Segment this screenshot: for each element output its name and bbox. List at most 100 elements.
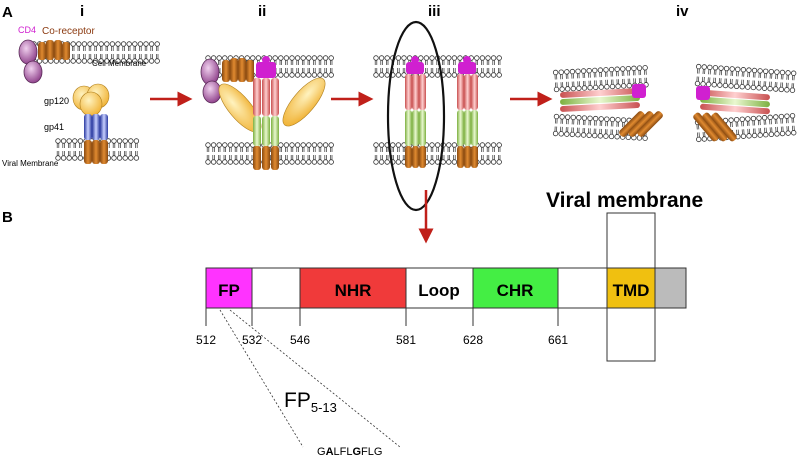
lipid-head bbox=[559, 114, 565, 125]
lipid-head bbox=[322, 67, 329, 78]
lipid-head bbox=[317, 154, 323, 165]
lipid-head bbox=[384, 154, 390, 165]
lipid-head bbox=[734, 66, 741, 77]
lipid-head bbox=[636, 65, 643, 76]
lipid-head bbox=[575, 114, 582, 126]
gp120-label: gp120 bbox=[44, 96, 69, 106]
lipid-head bbox=[728, 78, 735, 89]
lipid-head bbox=[789, 82, 796, 94]
coreceptor bbox=[38, 40, 70, 60]
domain-tmd bbox=[606, 267, 656, 309]
domain-loop bbox=[405, 267, 474, 309]
lipid-head bbox=[451, 142, 458, 153]
lipid-head bbox=[756, 115, 763, 126]
lipid-head bbox=[744, 79, 751, 90]
lipid-head bbox=[278, 55, 284, 66]
lipid-head bbox=[306, 142, 312, 153]
lipid-head bbox=[575, 80, 582, 92]
lipid-head bbox=[111, 150, 117, 161]
lipid-head bbox=[479, 67, 486, 78]
lipid-head bbox=[322, 55, 329, 66]
lipid-head bbox=[154, 41, 160, 52]
lipid-head bbox=[772, 114, 779, 125]
position-628: 628 bbox=[463, 333, 483, 347]
lipid-head bbox=[784, 125, 791, 137]
lipid-head bbox=[66, 138, 72, 149]
lipid-head bbox=[148, 53, 155, 64]
lipid-head bbox=[233, 142, 239, 153]
lipid-head bbox=[705, 76, 712, 88]
lipid-head bbox=[378, 142, 385, 153]
lipid-head bbox=[429, 142, 435, 153]
lipid-head bbox=[496, 142, 502, 153]
lipid-head bbox=[451, 67, 458, 78]
fp-peptide-label: FP5-13 bbox=[284, 389, 337, 415]
lipid-head bbox=[227, 154, 234, 165]
lipid-head bbox=[60, 150, 67, 161]
lipid-head bbox=[740, 66, 747, 78]
lipid-head bbox=[768, 126, 775, 138]
domain-fp-label: FP bbox=[218, 281, 240, 300]
lipid-head bbox=[116, 138, 123, 149]
lipid-head bbox=[137, 41, 144, 52]
tmd-helices bbox=[253, 146, 279, 170]
step-i-illustration: CD4 Co-receptor Cell Membrane gp120 gp41… bbox=[2, 25, 160, 168]
lipid-head bbox=[289, 154, 295, 165]
lipid-head bbox=[603, 79, 610, 90]
domain-chr bbox=[472, 267, 559, 309]
lipid-head bbox=[378, 55, 385, 66]
lipid-head bbox=[238, 142, 245, 153]
lipid-head bbox=[761, 114, 768, 126]
step-ii-illustration bbox=[200, 55, 334, 170]
lipid-head bbox=[559, 81, 565, 92]
lipid-head bbox=[378, 67, 385, 78]
lipid-head bbox=[581, 80, 588, 91]
lipid-head bbox=[603, 116, 610, 127]
position-546: 546 bbox=[290, 333, 310, 347]
lipid-head bbox=[744, 116, 752, 127]
step-iii-label: iii bbox=[428, 3, 441, 20]
lipid-head bbox=[711, 77, 718, 88]
lipid-head bbox=[772, 81, 779, 92]
lipid-head bbox=[278, 142, 284, 153]
lipid-head bbox=[446, 142, 452, 153]
lipid-head bbox=[143, 41, 149, 52]
lipid-head bbox=[564, 81, 571, 92]
lipid-head bbox=[373, 142, 379, 153]
lipid-head bbox=[479, 55, 486, 66]
lipid-head bbox=[790, 125, 797, 136]
lipid-head bbox=[564, 114, 571, 125]
lipid-head bbox=[328, 142, 334, 153]
lipid-head bbox=[490, 154, 497, 165]
lipid-head bbox=[395, 67, 402, 78]
lipid-head bbox=[429, 154, 435, 165]
lipid-head bbox=[311, 55, 318, 66]
lipid-head bbox=[490, 55, 497, 66]
lipid-head bbox=[300, 67, 306, 78]
coreceptor bbox=[222, 58, 254, 82]
lipid-head bbox=[695, 63, 702, 75]
lipid-head bbox=[283, 142, 290, 153]
lipid-head bbox=[395, 154, 402, 165]
lipid-head bbox=[451, 55, 458, 66]
lipid-head bbox=[92, 41, 99, 52]
lipid-head bbox=[429, 67, 435, 78]
lipid-head bbox=[311, 142, 318, 153]
lipid-head bbox=[790, 70, 797, 81]
lipid-head bbox=[608, 66, 615, 78]
lipid-head bbox=[773, 126, 780, 137]
lipid-head bbox=[762, 127, 769, 138]
fp-peptide-name: FP bbox=[284, 389, 311, 412]
lipid-head bbox=[575, 68, 582, 79]
lipid-head bbox=[317, 55, 323, 66]
seq-g1: G bbox=[317, 446, 326, 457]
lipid-head bbox=[446, 55, 452, 66]
lipid-head bbox=[552, 126, 559, 137]
lipid-head bbox=[722, 77, 729, 89]
lipid-head bbox=[60, 138, 67, 149]
lipid-head bbox=[244, 142, 250, 153]
domain-linker-2 bbox=[557, 267, 608, 309]
lipid-head bbox=[631, 65, 638, 76]
lipid-head bbox=[233, 154, 239, 165]
